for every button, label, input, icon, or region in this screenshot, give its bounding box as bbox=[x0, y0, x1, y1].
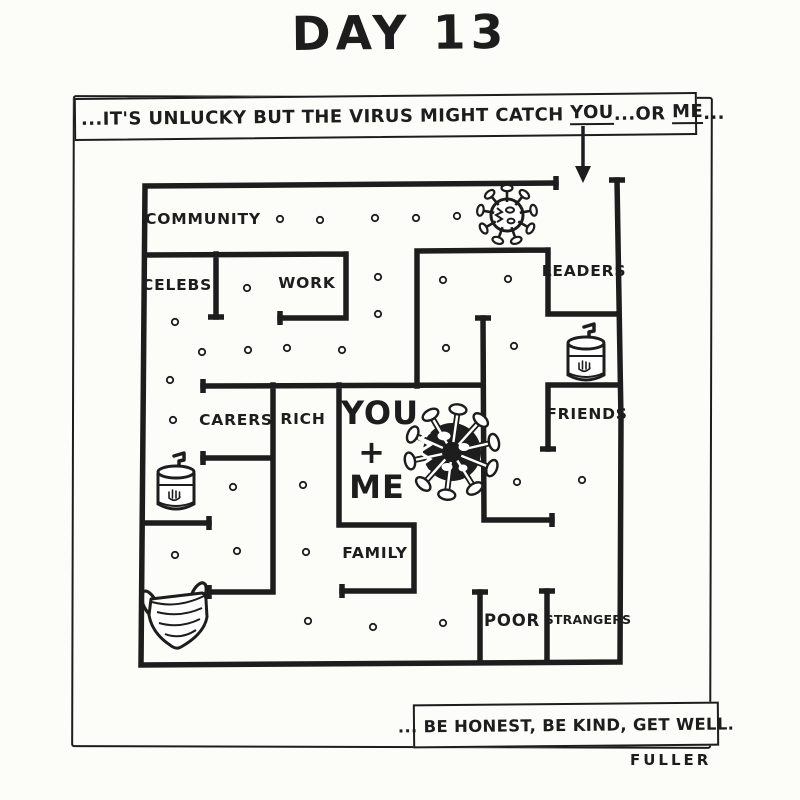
face-mask-icon bbox=[139, 581, 209, 650]
label-strangers: STRANGERS bbox=[545, 612, 632, 627]
label-leaders: LEADERS bbox=[542, 262, 627, 280]
canned-food-right-icon bbox=[566, 322, 606, 382]
virus-large-icon bbox=[403, 403, 500, 500]
artist-signature: FULLER bbox=[630, 751, 712, 769]
bottom-caption-text: ... BE HONEST, BE KIND, GET WELL. bbox=[397, 714, 735, 736]
corridor-dots bbox=[165, 211, 587, 632]
label-community: COMMUNITY bbox=[145, 210, 261, 228]
bottom-caption-box: ... BE HONEST, BE KIND, GET WELL. bbox=[398, 701, 734, 749]
label-me: ME bbox=[349, 468, 405, 506]
label-you-plus-me: YOU + ME bbox=[340, 394, 419, 506]
canned-food-left-icon bbox=[156, 451, 196, 511]
label-work: WORK bbox=[278, 274, 336, 292]
label-you: YOU bbox=[340, 394, 419, 432]
label-plus: + bbox=[358, 433, 386, 471]
label-poor: POOR bbox=[484, 611, 540, 630]
label-friends: FRIENDS bbox=[546, 405, 627, 423]
label-rich: RICH bbox=[280, 410, 325, 428]
label-celebs: CELEBS bbox=[142, 276, 212, 294]
entrance-arrow-icon bbox=[575, 126, 591, 183]
virus-small-icon bbox=[475, 183, 539, 247]
maze-wall-endcaps bbox=[200, 176, 625, 599]
label-carers: CARERS bbox=[199, 411, 273, 429]
label-family: FAMILY bbox=[342, 544, 407, 562]
